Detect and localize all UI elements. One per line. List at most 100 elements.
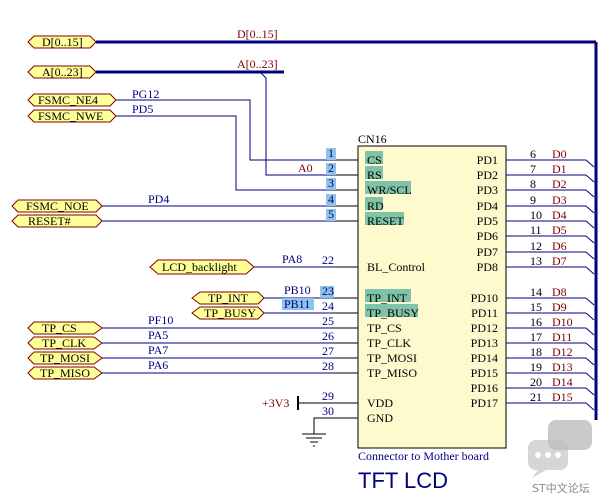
bus-port-a-label: A[0..23] <box>42 65 83 79</box>
port-lcd-backlight[interactable]: LCD_backlight <box>149 259 255 275</box>
pin-name: PD8 <box>477 260 498 274</box>
bus-entry <box>585 357 595 366</box>
port-tp-cs[interactable]: TP_CS <box>27 321 103 335</box>
net-pg12: PG12 <box>132 87 159 101</box>
pin-net: D12 <box>552 345 573 359</box>
bus-entry <box>585 327 595 336</box>
port-tp-mosi-label: TP_MOSI <box>40 351 90 365</box>
forum-logo-icon <box>528 420 592 478</box>
pin-net: D3 <box>552 193 567 207</box>
port-fsmc-ne4[interactable]: FSMC_NE4 <box>27 93 117 107</box>
pin-name: PD10 <box>471 291 498 305</box>
port-tp-mosi[interactable]: TP_MOSI <box>27 351 103 365</box>
pin-number: 26 <box>322 329 334 343</box>
pin-name: TP_INT <box>367 291 408 305</box>
net-pa6: PA6 <box>148 358 168 372</box>
bus-entry <box>585 174 595 183</box>
port-tp-int[interactable]: TP_INT <box>191 291 265 305</box>
pin-number: 22 <box>322 253 334 267</box>
bus-entry <box>585 205 595 214</box>
right-pin-8: PD3 8 D2 <box>477 177 595 198</box>
pin-number: 16 <box>530 315 542 329</box>
bus-entry <box>585 387 595 396</box>
net-pd4: PD4 <box>148 192 169 206</box>
net-pb10: PB10 <box>284 283 311 297</box>
pin-name: PD14 <box>471 351 498 365</box>
pin-name: CS <box>367 153 382 167</box>
pin-number: 6 <box>530 147 536 161</box>
port-fsmc-noe-label: FSMC_NOE <box>26 199 89 213</box>
pin-name: PD2 <box>477 168 498 182</box>
port-fsmc-noe[interactable]: FSMC_NOE <box>11 199 103 213</box>
net-pd5: PD5 <box>132 102 153 116</box>
pin-number: 8 <box>530 177 536 191</box>
net-pb11: PB11 <box>284 297 310 311</box>
pin-number: 19 <box>530 360 542 374</box>
pin-net: D6 <box>552 239 567 253</box>
pin-name: PD11 <box>471 306 498 320</box>
component-ref: CN16 <box>358 132 387 146</box>
bus-entry <box>585 372 595 381</box>
bus-port-d-label: D[0..15] <box>42 35 83 49</box>
pin-number: 25 <box>322 314 334 328</box>
pin-number: 2 <box>328 161 334 175</box>
bus-net-d: D[0..15] <box>237 27 278 41</box>
pin-name: TP_BUSY <box>367 306 419 320</box>
port-reset-label: RESET# <box>28 214 71 228</box>
component-caption: Connector to Mother board <box>358 449 489 463</box>
port-tp-clk[interactable]: TP_CLK <box>27 336 103 350</box>
pin-name: TP_CLK <box>367 336 411 350</box>
pin-net: D15 <box>552 390 573 404</box>
pin-number: 18 <box>530 345 542 359</box>
pin-number: 12 <box>530 239 542 253</box>
pin-name: VDD <box>367 396 393 410</box>
port-tp-miso[interactable]: TP_MISO <box>27 366 103 380</box>
pin-number: 14 <box>530 285 542 299</box>
port-reset[interactable]: RESET# <box>11 214 103 228</box>
pin-name: PD6 <box>477 229 498 243</box>
bus-d: D[0..15] D[0..15] <box>27 27 598 420</box>
bus-entry <box>585 402 595 411</box>
pin-number: 20 <box>530 375 542 389</box>
pin-name: TP_MOSI <box>367 351 417 365</box>
pin-net: D2 <box>552 177 567 191</box>
net-a0: A0 <box>298 161 313 175</box>
component-title: TFT LCD <box>358 468 448 493</box>
pin-net: D9 <box>552 300 567 314</box>
pin-number: 7 <box>530 162 536 176</box>
port-tp-busy[interactable]: TP_BUSY <box>191 306 265 320</box>
pin-number: 24 <box>322 299 334 313</box>
port-fsmc-nwe[interactable]: FSMC_NWE <box>27 109 117 123</box>
bus-a: A[0..23] A[0..23] <box>27 57 284 79</box>
pin-name: TP_MISO <box>367 366 417 380</box>
pin-name: PD3 <box>477 183 498 197</box>
bus-net-a: A[0..23] <box>237 57 278 71</box>
port-fsmc-ne4-label: FSMC_NE4 <box>38 93 98 107</box>
pin-name: PD17 <box>471 396 498 410</box>
port-tp-miso-label: TP_MISO <box>40 366 90 380</box>
pin-number: 28 <box>322 359 334 373</box>
pin-net: D4 <box>552 208 567 222</box>
power-label: +3V3 <box>262 396 289 410</box>
pin-number: 11 <box>530 223 542 237</box>
right-pin-18: PD14 18 D12 <box>471 345 595 366</box>
